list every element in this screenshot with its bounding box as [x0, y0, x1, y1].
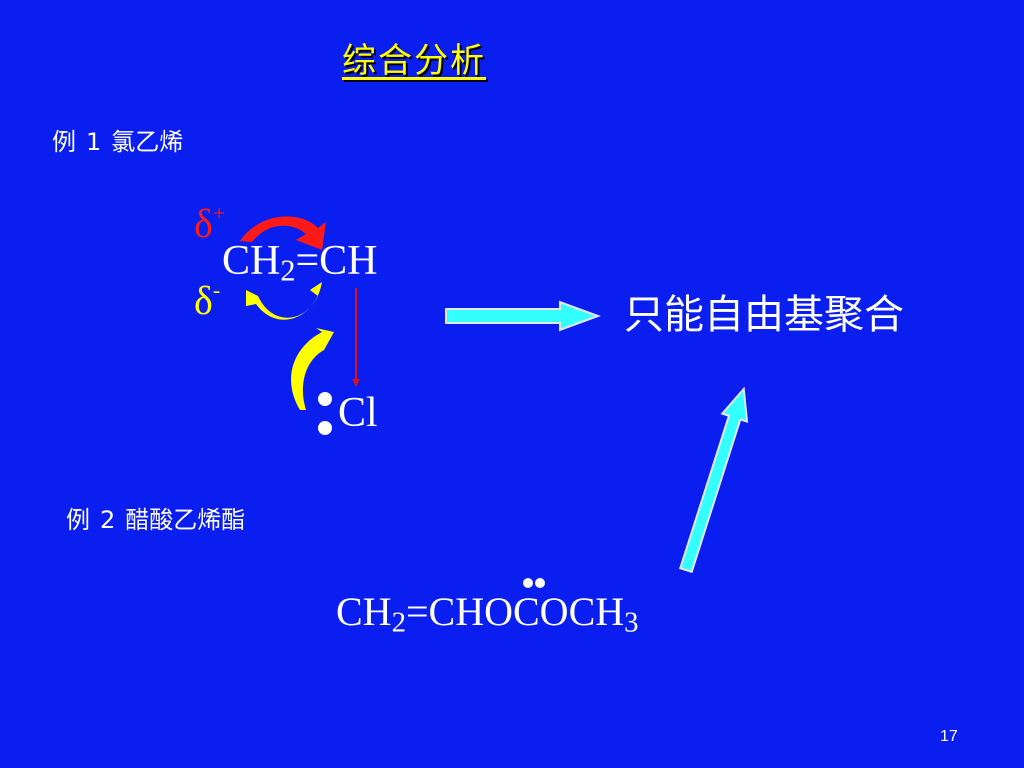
delta-plus-label: δ+ [194, 200, 226, 246]
example-1-label: 例 [52, 128, 76, 156]
chlorine-substituent: Cl [338, 390, 378, 436]
vinyl-acetate-formula: CH2=CHOCOCH3 [336, 589, 639, 639]
yellow-electron-shift-arrow [246, 282, 322, 320]
arrow-up-to-conclusion [679, 386, 749, 574]
example-2-label: 例 [66, 506, 90, 534]
conclusion-text: 只能自由基聚合 [624, 292, 904, 338]
delta-minus-label: δ- [194, 277, 221, 323]
oxygen-lone-pair-dot-right [535, 578, 545, 588]
example-1-name: 氯乙烯 [111, 128, 184, 156]
oxygen-lone-pair-dot-left [523, 578, 533, 588]
slide-title: 综合分析 [342, 41, 486, 81]
yellow-lone-pair-crescent [291, 328, 334, 410]
example-2-number: 2 [100, 506, 116, 534]
lone-pair-dot-lower [318, 421, 332, 435]
example-2-name: 醋酸乙烯酯 [125, 506, 246, 534]
page-number: 17 [940, 728, 958, 745]
arrow-right-to-conclusion [445, 300, 601, 332]
red-electron-shift-arrow [240, 216, 326, 250]
vinyl-chloride-formula: CH2=CH [222, 238, 378, 288]
example-1-number: 1 [86, 128, 102, 156]
lone-pair-dot-upper [318, 392, 332, 406]
